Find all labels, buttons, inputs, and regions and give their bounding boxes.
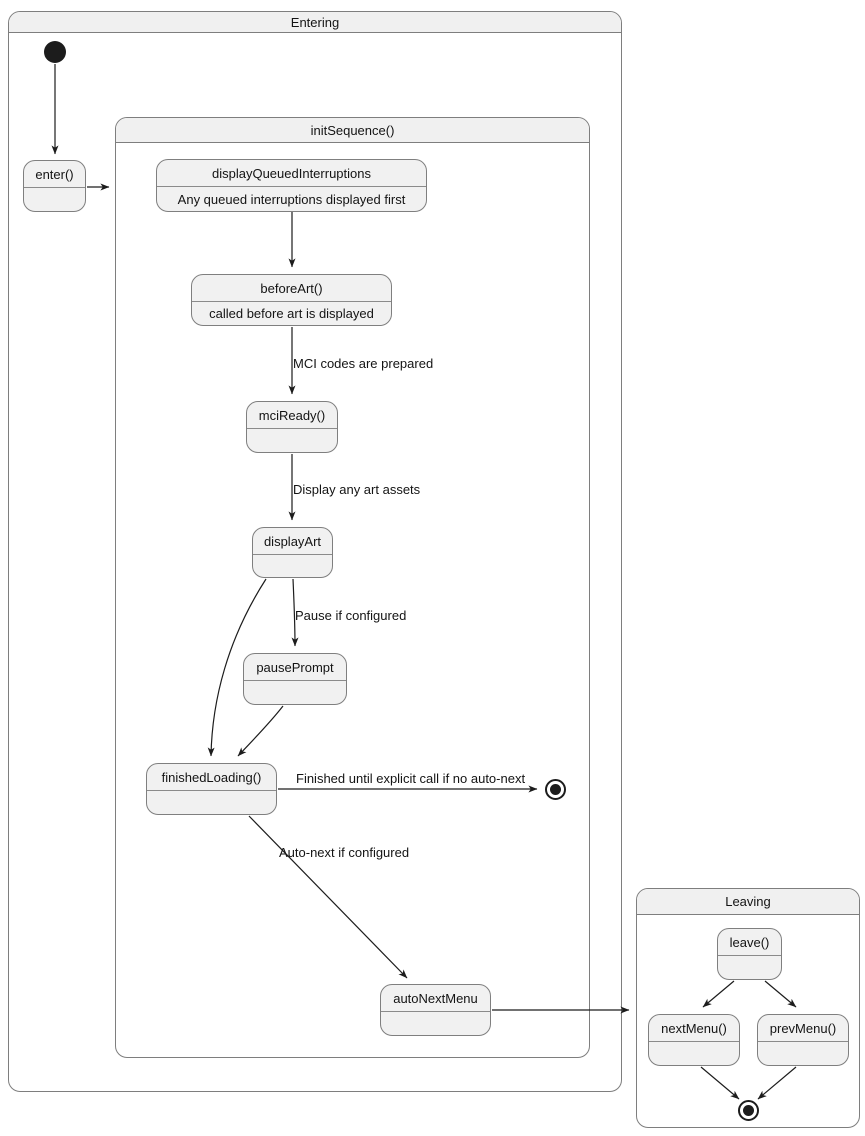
state-leave-body (718, 956, 781, 979)
state-dqi-label: displayQueuedInterruptions (157, 160, 426, 187)
final-state-icon (545, 779, 566, 800)
state-prev-menu-body (758, 1042, 848, 1065)
state-pause-prompt: pausePrompt (243, 653, 347, 705)
state-prev-menu-label: prevMenu() (758, 1015, 848, 1042)
composite-state-leaving: Leaving (636, 888, 860, 1128)
state-enter: enter() (23, 160, 86, 212)
state-finished-loading: finishedLoading() (146, 763, 277, 815)
state-before-art: beforeArt() called before art is display… (191, 274, 392, 326)
state-display-art-body (253, 555, 332, 577)
final-state-dot (550, 784, 561, 795)
state-enter-body (24, 188, 85, 211)
leaving-final-state-icon (738, 1100, 759, 1121)
state-before-art-description: called before art is displayed (209, 306, 374, 321)
state-display-art-label: displayArt (253, 528, 332, 555)
state-mci-ready-body (247, 429, 337, 452)
state-prev-menu: prevMenu() (757, 1014, 849, 1066)
state-finished-loading-body (147, 791, 276, 814)
state-pause-prompt-body (244, 681, 346, 704)
entering-title: Entering (9, 12, 621, 33)
edge-label-mci-prepared: MCI codes are prepared (293, 356, 434, 371)
state-leave: leave() (717, 928, 782, 980)
state-finished-loading-label: finishedLoading() (147, 764, 276, 791)
initial-state-icon (44, 41, 66, 63)
init-sequence-title: initSequence() (116, 118, 589, 143)
edge-label-auto-next-if-configured: Auto-next if configured (279, 845, 410, 860)
leaving-final-state-dot (743, 1105, 754, 1116)
state-before-art-label: beforeArt() (192, 275, 391, 302)
state-mci-ready: mciReady() (246, 401, 338, 453)
state-auto-next-menu-body (381, 1012, 490, 1035)
state-display-art: displayArt (252, 527, 333, 578)
state-auto-next-menu-label: autoNextMenu (381, 985, 490, 1012)
state-enter-label: enter() (24, 161, 85, 188)
leaving-title: Leaving (637, 889, 859, 915)
state-next-menu: nextMenu() (648, 1014, 740, 1066)
edge-label-pause-if-configured: Pause if configured (295, 608, 407, 623)
edge-label-finished-no-autonext: Finished until explicit call if no auto-… (296, 771, 526, 786)
state-display-queued-interruptions: displayQueuedInterruptions Any queued in… (156, 159, 427, 212)
state-pause-prompt-label: pausePrompt (244, 654, 346, 681)
state-next-menu-label: nextMenu() (649, 1015, 739, 1042)
composite-state-entering: Entering (8, 11, 622, 1092)
state-mci-ready-label: mciReady() (247, 402, 337, 429)
composite-state-init-sequence: initSequence() (115, 117, 590, 1058)
state-dqi-description: Any queued interruptions displayed first (177, 191, 406, 207)
edge-label-display-assets: Display any art assets (293, 482, 421, 497)
state-auto-next-menu: autoNextMenu (380, 984, 491, 1036)
state-leave-label: leave() (718, 929, 781, 956)
state-next-menu-body (649, 1042, 739, 1065)
